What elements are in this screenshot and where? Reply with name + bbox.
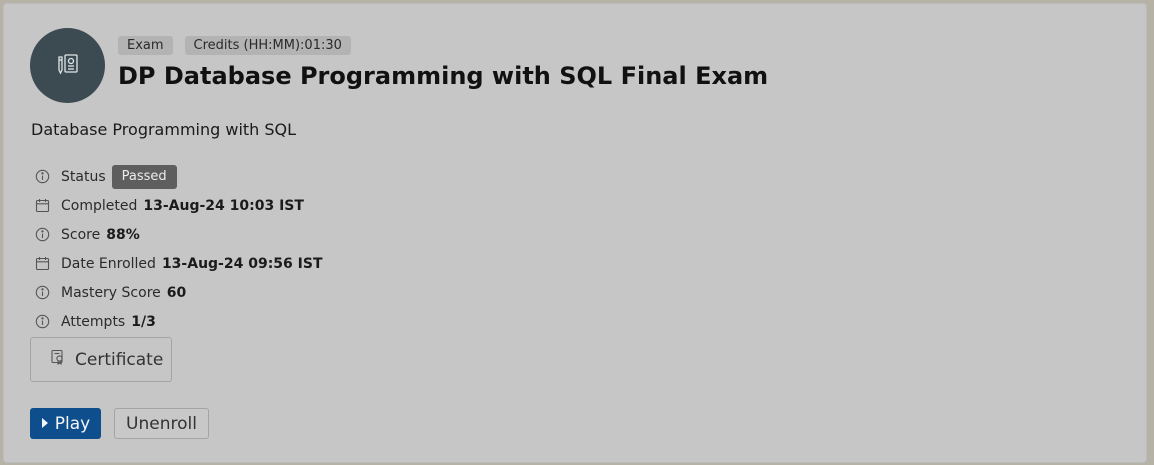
course-tags: Exam Credits (HH:MM):01:30 bbox=[118, 36, 351, 55]
detail-completed: Completed 13-Aug-24 10:03 IST bbox=[34, 191, 323, 220]
certificate-button[interactable]: Certificate bbox=[30, 337, 172, 382]
detail-value: 60 bbox=[166, 284, 187, 301]
detail-status: Status Passed bbox=[34, 162, 323, 191]
info-icon bbox=[34, 227, 50, 243]
detail-mastery-score: Mastery Score 60 bbox=[34, 278, 323, 307]
detail-value: 88% bbox=[106, 226, 140, 243]
info-icon bbox=[34, 169, 50, 185]
status-badge: Passed bbox=[111, 164, 177, 189]
detail-label: Date Enrolled bbox=[61, 255, 156, 272]
info-icon bbox=[34, 285, 50, 301]
course-subtitle: Database Programming with SQL bbox=[31, 120, 297, 139]
type-tag: Exam bbox=[118, 36, 173, 55]
course-title: DP Database Programming with SQL Final E… bbox=[118, 62, 769, 90]
info-icon bbox=[34, 314, 50, 330]
detail-value: 1/3 bbox=[131, 313, 156, 330]
detail-label: Score bbox=[61, 226, 101, 243]
calendar-icon bbox=[34, 198, 50, 214]
detail-date-enrolled: Date Enrolled 13-Aug-24 09:56 IST bbox=[34, 249, 323, 278]
certificate-label: Certificate bbox=[75, 349, 164, 370]
calendar-icon bbox=[34, 256, 50, 272]
course-avatar bbox=[30, 28, 105, 103]
play-label: Play bbox=[54, 413, 91, 434]
detail-label: Attempts bbox=[61, 313, 126, 330]
detail-label: Status bbox=[61, 168, 106, 185]
play-icon bbox=[41, 414, 49, 434]
play-button[interactable]: Play bbox=[30, 408, 101, 439]
detail-label: Mastery Score bbox=[61, 284, 161, 301]
detail-score: Score 88% bbox=[34, 220, 323, 249]
unenroll-button[interactable]: Unenroll bbox=[114, 408, 209, 439]
exam-document-icon bbox=[55, 51, 81, 81]
detail-attempts: Attempts 1/3 bbox=[34, 307, 323, 336]
detail-value: 13-Aug-24 09:56 IST bbox=[161, 255, 323, 272]
course-card: Exam Credits (HH:MM):01:30 DP Database P… bbox=[3, 3, 1147, 463]
course-details: Status Passed Completed 13-Aug-24 10:03 … bbox=[34, 162, 323, 336]
detail-value: 13-Aug-24 10:03 IST bbox=[143, 197, 304, 214]
credits-tag: Credits (HH:MM):01:30 bbox=[184, 36, 351, 55]
detail-label: Completed bbox=[61, 197, 138, 214]
unenroll-label: Unenroll bbox=[126, 413, 197, 434]
certificate-icon bbox=[50, 349, 66, 370]
